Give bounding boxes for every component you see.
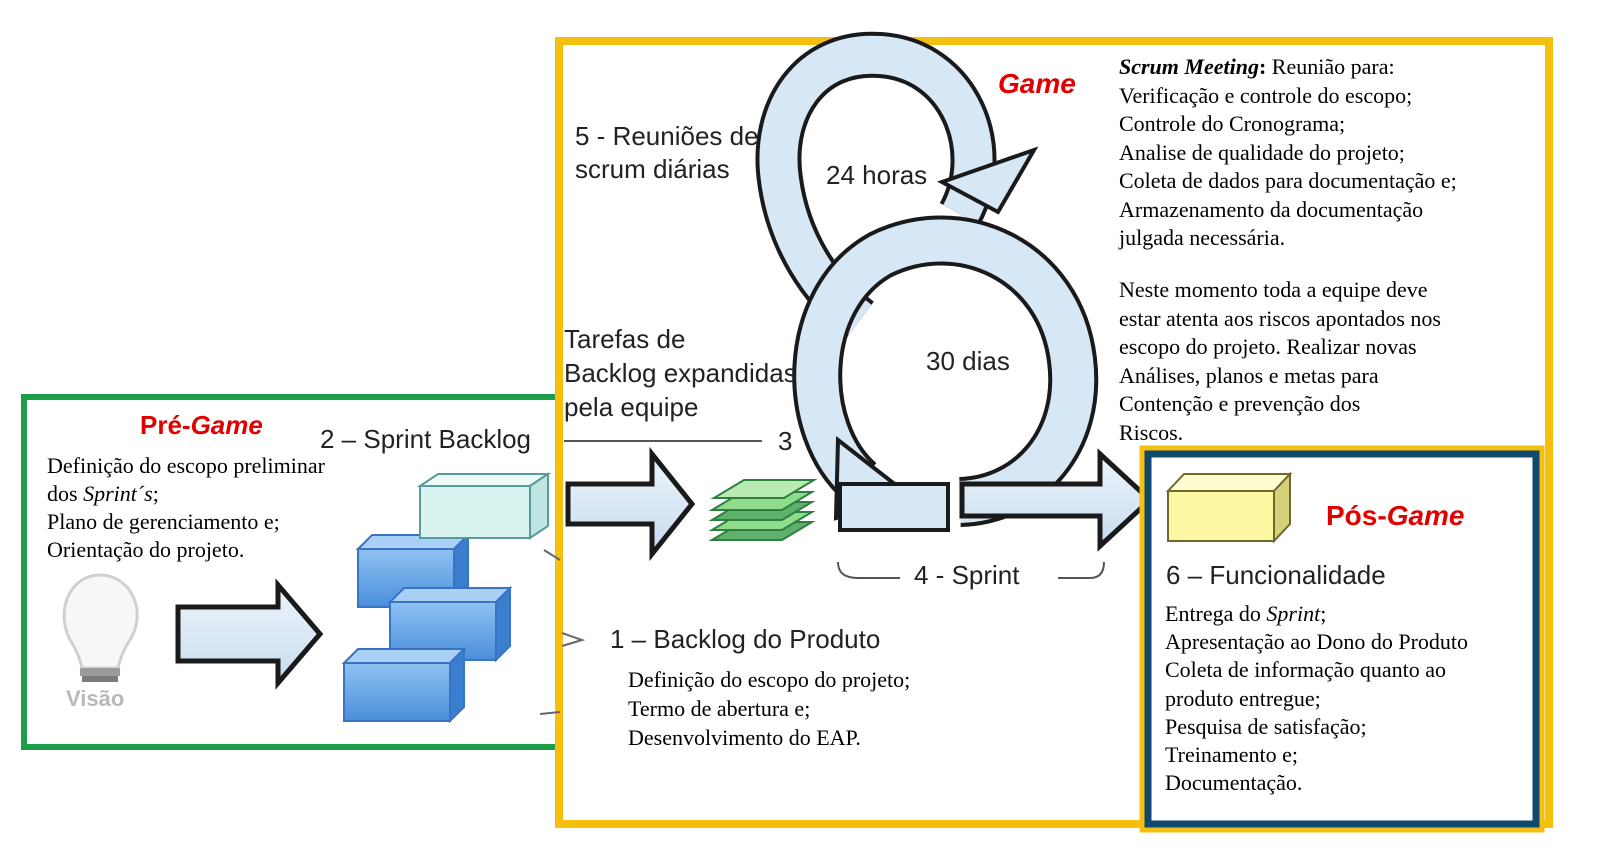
- pregame-description: Definição do escopo preliminar dos Sprin…: [47, 452, 325, 564]
- scrum-meeting-line: Analise de qualidade do projeto;: [1119, 139, 1405, 165]
- pregame-title: Pré-Game: [140, 410, 263, 440]
- risk-line: Contenção e prevenção dos: [1119, 391, 1361, 416]
- posgame-line: Apresentação ao Dono do Produto: [1165, 629, 1469, 655]
- posgame-title: Pós-Game: [1326, 500, 1465, 531]
- tasks-label: Tarefas de Backlog expandidas pela equip…: [564, 322, 797, 424]
- product-backlog-description: Definição do escopo do projeto; Termo de…: [628, 665, 910, 752]
- tasks-line: Tarefas de: [564, 324, 686, 354]
- scrum-meeting-description: Scrum Meeting: Reunião para: Verificação…: [1119, 53, 1457, 253]
- sprint-bracket: [837, 561, 1105, 579]
- scrum-meeting-line: Coleta de dados para documentação e;: [1119, 168, 1457, 193]
- scrum-meeting-line: Verificação e controle do escopo;: [1119, 82, 1413, 108]
- pregame-line: Definição do escopo preliminar: [47, 453, 325, 478]
- posgame-line: Entrega do Sprint;: [1165, 601, 1327, 626]
- scrum-meeting-line: Controle do Cronograma;: [1119, 111, 1346, 136]
- arrow-right-icon: [175, 578, 324, 690]
- pregame-line: dos Sprint´s;: [47, 481, 159, 506]
- pregame-line: Orientação do projeto.: [47, 537, 245, 562]
- tasks-line: Backlog expandidas: [564, 358, 797, 388]
- output-arrow-icon: [959, 448, 1154, 552]
- functionality-box-icon: [1165, 471, 1293, 544]
- posgame-description: Entrega do Sprint; Apresentação ao Dono …: [1165, 600, 1468, 797]
- sprint-label: 4 - Sprint: [914, 560, 1020, 590]
- posgame-line: Documentação.: [1165, 770, 1303, 796]
- hours-label: 24 horas: [826, 160, 928, 190]
- game-title: Game: [998, 68, 1076, 99]
- posgame-line: Coleta de informação quanto ao: [1165, 657, 1447, 683]
- tasks-line: pela equipe: [564, 392, 699, 422]
- risk-line: Neste momento toda a equipe deve: [1119, 277, 1428, 302]
- functionality-label: 6 – Funcionalidade: [1166, 560, 1386, 590]
- days-label: 30 dias: [926, 346, 1010, 376]
- posgame-line: Pesquisa de satisfação;: [1165, 713, 1367, 739]
- daily-meetings-label: 5 - Reuniões de scrum diárias: [575, 120, 759, 186]
- tasks-arrow-icon: [565, 446, 696, 562]
- risk-description: Neste momento toda a equipe deve estar a…: [1119, 276, 1441, 447]
- daily-loop-arrow-icon: [755, 31, 1039, 339]
- risk-line: Análises, planos e metas para: [1119, 362, 1379, 388]
- green-stack-icon: [708, 479, 818, 541]
- scrum-meeting-line: julgada necessária.: [1119, 225, 1286, 250]
- sprint-backlog-box-icon: [416, 472, 552, 540]
- risk-line: escopo do projeto. Realizar novas: [1119, 334, 1417, 359]
- posgame-line: Treinamento e;: [1165, 742, 1298, 768]
- daily-meetings-line: 5 - Reuniões de: [575, 121, 759, 151]
- scrum-meeting-line: Armazenamento da documentação: [1119, 196, 1424, 222]
- risk-line: Riscos.: [1119, 419, 1184, 445]
- pregame-line: Plano de gerenciamento e;: [47, 509, 280, 534]
- sprint-loop-arrow-icon: [792, 215, 1099, 532]
- posgame-outer-frame: [1139, 445, 1545, 833]
- vision-label: Visão: [66, 686, 125, 711]
- product-backlog-label: 1 – Backlog do Produto: [610, 624, 881, 654]
- lightbulb-icon: [62, 573, 139, 682]
- risk-line: estar atenta aos riscos apontados nos: [1119, 305, 1441, 331]
- sprint-backlog-label: 2 – Sprint Backlog: [320, 424, 532, 454]
- blue-blocks-icon: [341, 532, 513, 724]
- posgame-line: produto entregue;: [1165, 685, 1321, 711]
- product-backlog-line: Desenvolvimento do EAP.: [628, 725, 861, 750]
- product-backlog-marks: [539, 549, 586, 715]
- step3-label: 3: [778, 426, 793, 456]
- product-backlog-line: Termo de abertura e;: [628, 696, 811, 721]
- product-backlog-line: Definição do escopo do projeto;: [628, 667, 911, 692]
- daily-meetings-line: scrum diárias: [575, 154, 730, 184]
- scrum-meeting-heading: Scrum Meeting: Reunião para:: [1119, 54, 1395, 79]
